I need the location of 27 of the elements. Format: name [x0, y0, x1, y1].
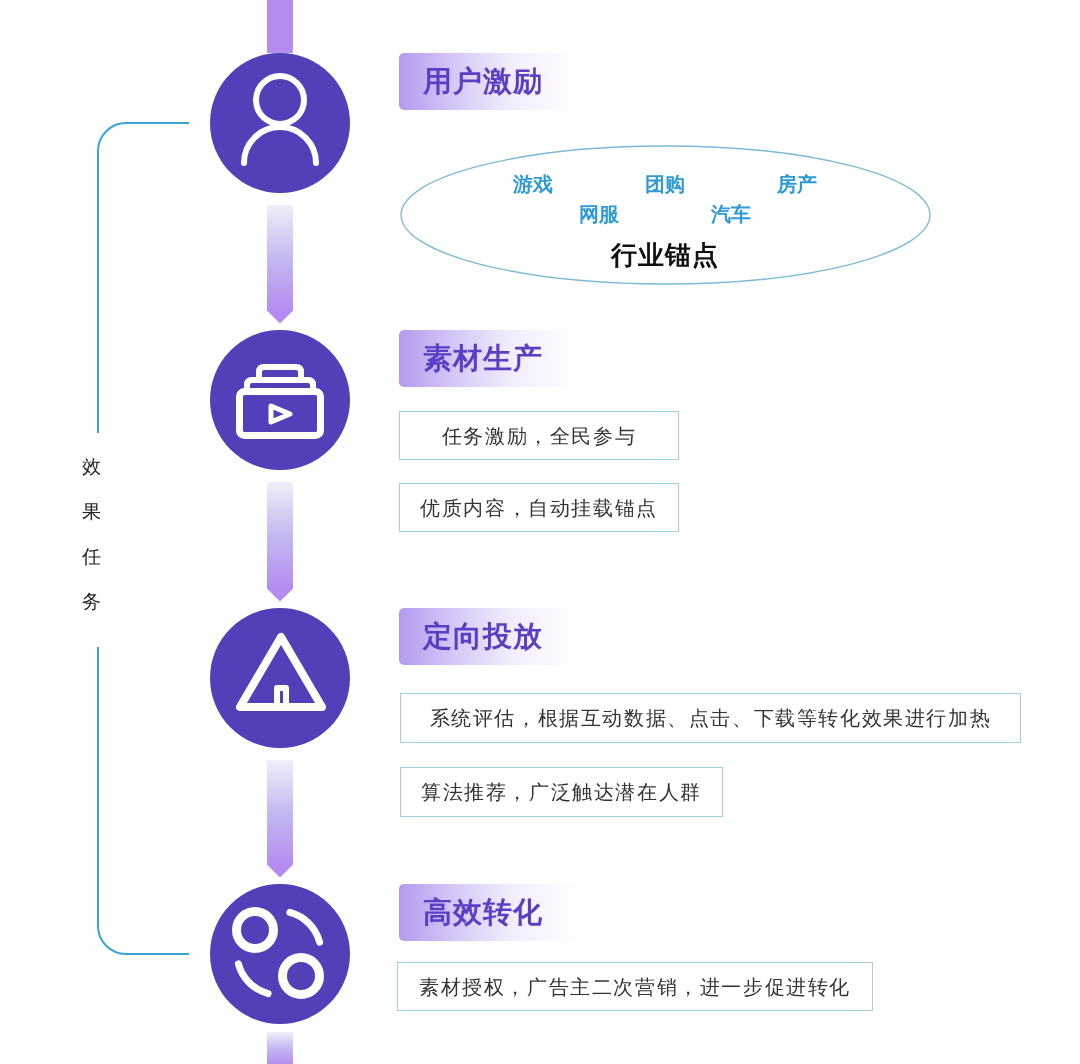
- description-card: [397, 962, 873, 1011]
- flow-arrow: [267, 205, 293, 324]
- step-title: 用户激励: [423, 64, 543, 99]
- description-text: 系统评估，根据互动数据、点击、下载等转化效果进行加热: [429, 706, 992, 730]
- industry-tag: 团购: [644, 172, 686, 196]
- description-text: 算法推荐，广泛触达潜在人群: [421, 780, 702, 804]
- connector-bar: [267, 1032, 293, 1064]
- industry-tag: 汽车: [710, 202, 752, 226]
- ellipse-title: 行业锚点: [611, 240, 719, 272]
- description-text: 优质内容，自动挂载锚点: [420, 495, 658, 520]
- description-card: [400, 693, 1021, 743]
- industry-tag: 游戏: [512, 172, 554, 196]
- industry-tag: 房产: [776, 172, 818, 196]
- vertical-label: 效果任务: [82, 454, 101, 614]
- step-title: 高效转化: [423, 895, 543, 930]
- step-title: 素材生产: [423, 341, 543, 376]
- description-text: 素材授权，广告主二次营销，进一步促进转化: [419, 974, 851, 999]
- description-card: [399, 483, 679, 532]
- industry-tag: 网服: [578, 202, 620, 226]
- flow-arrow: [267, 760, 293, 878]
- description-card: [399, 411, 679, 460]
- flow-arrow: [267, 482, 293, 602]
- connector-bar: [267, 0, 293, 53]
- description-text: 任务激励，全民参与: [441, 423, 637, 448]
- description-card: [400, 767, 723, 817]
- industry-ellipse: [400, 145, 931, 285]
- step-title: 定向投放: [423, 619, 543, 654]
